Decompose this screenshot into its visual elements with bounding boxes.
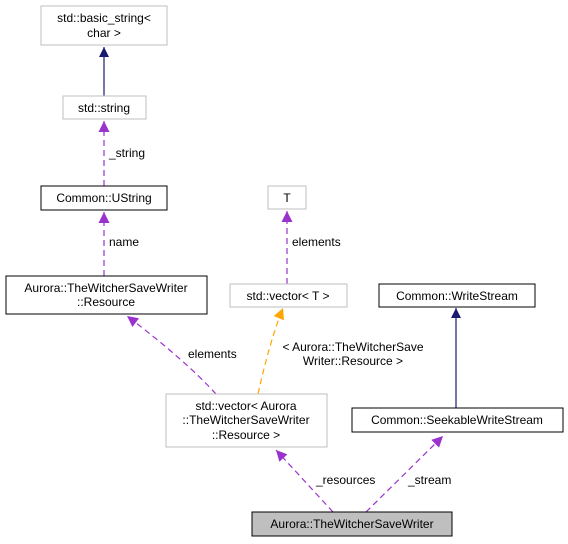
edge-vector-to-main: _resources	[275, 449, 375, 513]
edge-label-elements-t: elements	[292, 235, 341, 249]
node-writestream-label: Common::WriteStream	[396, 289, 518, 303]
node-t[interactable]: T	[267, 185, 307, 210]
node-basic-string-label-line1: std::basic_string<	[57, 11, 151, 25]
edge-label-resources: _resources	[315, 473, 375, 487]
edge-resource-to-vector: elements	[126, 315, 237, 395]
edge-label-template-line1: < Aurora::TheWitcherSave	[282, 340, 423, 354]
node-string[interactable]: std::string	[62, 95, 147, 120]
edge-label-stream: _stream	[407, 473, 451, 487]
node-resource-label-line1: Aurora::TheWitcherSaveWriter	[24, 281, 187, 295]
node-ustring-label: Common::UString	[56, 191, 151, 205]
node-vector-t[interactable]: std::vector< T >	[229, 283, 348, 308]
node-vector-resource-label-line2: ::TheWitcherSaveWriter	[182, 413, 309, 427]
node-vector-resource-label-line3: ::Resource >	[212, 428, 280, 442]
node-resource[interactable]: Aurora::TheWitcherSaveWriter ::Resource	[5, 275, 208, 315]
node-vector-t-label: std::vector< T >	[247, 289, 330, 303]
node-ustring[interactable]: Common::UString	[40, 185, 168, 211]
node-resource-label-line2: ::Resource	[77, 295, 135, 309]
node-t-label: T	[283, 191, 291, 205]
edge-label-elements-resource: elements	[188, 347, 237, 361]
edge-string-to-ustring: _string	[98, 121, 145, 186]
node-main-label: Aurora::TheWitcherSaveWriter	[270, 517, 433, 531]
node-string-label: std::string	[78, 101, 130, 115]
edge-label-name: name	[109, 235, 139, 249]
edge-vector-template: < Aurora::TheWitcherSave Writer::Resourc…	[257, 307, 424, 395]
node-seekable[interactable]: Common::SeekableWriteStream	[351, 407, 564, 433]
edge-label-string: _string	[108, 146, 145, 160]
node-basic-string[interactable]: std::basic_string< char >	[40, 5, 168, 46]
edge-ustring-to-resource: name	[98, 212, 139, 276]
node-basic-string-label-line2: char >	[87, 26, 121, 40]
node-vector-resource[interactable]: std::vector< Aurora ::TheWitcherSaveWrit…	[165, 393, 328, 448]
edge-t-to-vector: elements	[281, 211, 341, 284]
node-seekable-label: Common::SeekableWriteStream	[371, 413, 543, 427]
edge-label-template-line2: Writer::Resource >	[303, 354, 403, 368]
node-vector-resource-label-line1: std::vector< Aurora	[195, 399, 296, 413]
node-main[interactable]: Aurora::TheWitcherSaveWriter	[251, 511, 453, 537]
edge-seekable-to-main: _stream	[365, 435, 451, 513]
node-writestream[interactable]: Common::WriteStream	[378, 283, 536, 308]
